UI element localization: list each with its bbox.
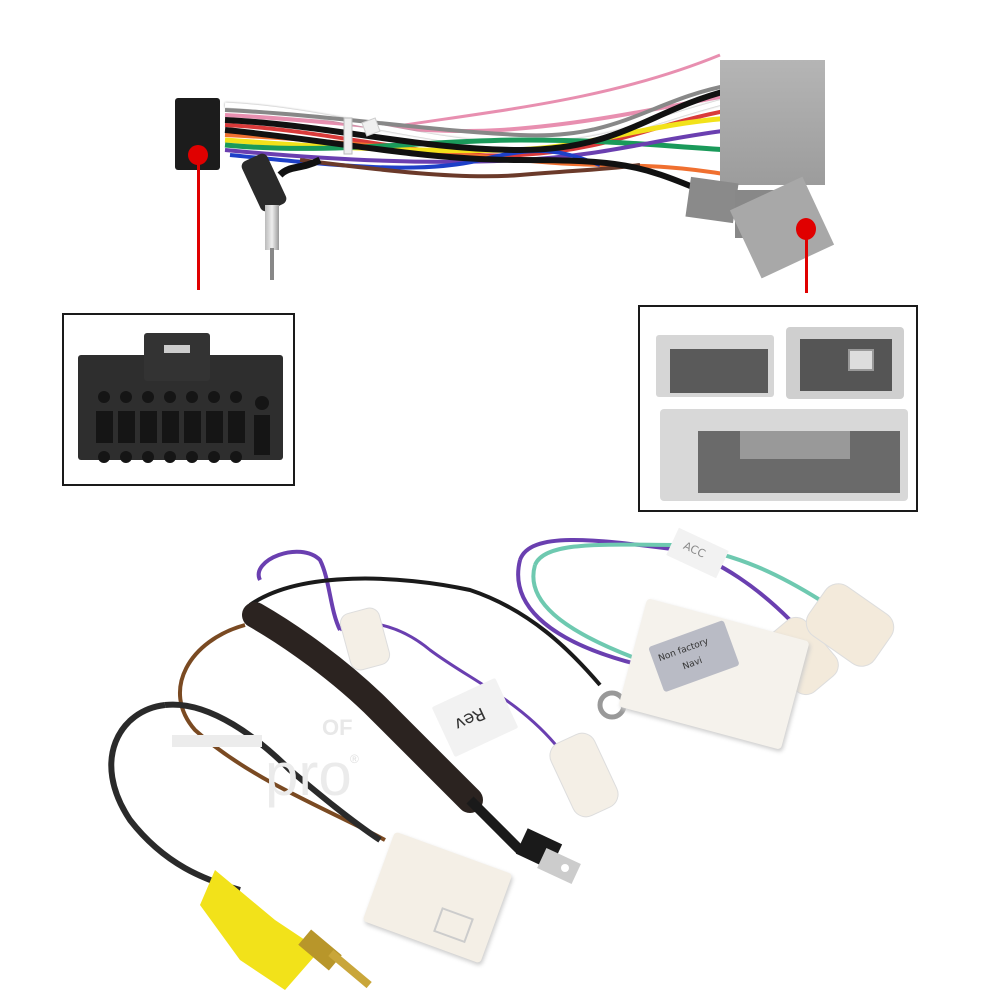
connector-latch-slot [164,345,190,353]
right-callout-dot [796,218,816,240]
right-callout-line [805,235,808,293]
antenna-tip [270,248,274,280]
top-harness [0,0,1000,300]
oem-plug-c [660,409,908,501]
oem-connector-small-1 [685,176,739,224]
camera-reverse-adapter: Rev ACC Non factory Navi OF pro ® [0,520,1000,1000]
antenna-pin [265,205,279,250]
oem-plug-a [656,335,774,397]
harness-wires [224,53,731,193]
oem-connector-main [720,60,825,185]
inset-oem-connectors [638,305,918,512]
connector-latch [144,333,210,381]
oem-plug-b [786,327,904,399]
pin-array [96,391,270,463]
inset-head-unit-connector [62,313,295,486]
adapter-wires [108,538,895,990]
left-callout-line [197,160,200,290]
watermark-pro: pro [265,741,352,808]
watermark-bar [172,735,262,747]
rev-label: Rev [451,702,489,735]
navi-sticker: Non factory Navi [648,619,740,693]
acc-label: ACC [681,539,708,561]
sticker-line2: Navi [681,655,704,673]
watermark-of: OF [322,715,353,740]
watermark-reg: ® [350,752,359,766]
left-callout-dot [188,145,208,165]
